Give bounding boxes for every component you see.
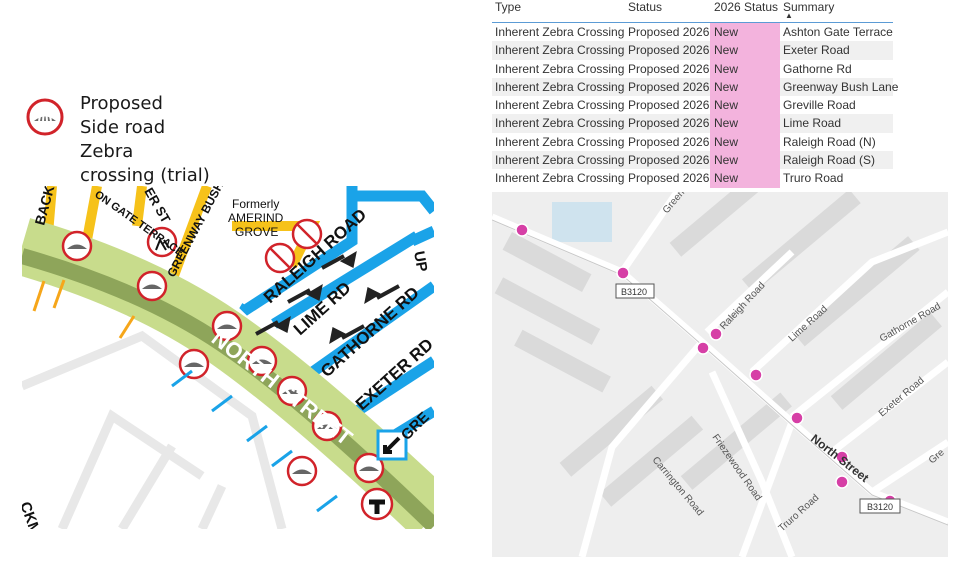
cell-summary: Greenway Bush Lane — [783, 79, 899, 94]
cell-2026-status: New — [714, 134, 739, 149]
sort-ascending-icon: ▲ — [785, 11, 793, 20]
zebra-crossing-icon — [26, 98, 64, 136]
b3120-shield-a: B3120 — [615, 283, 655, 299]
blue-double-arrows — [171, 369, 338, 513]
scheme-map[interactable]: BACK RD ON GATE TERRACE ER ST GREENWAY B… — [22, 186, 434, 529]
yellow-side-roads — [42, 186, 321, 283]
cell-status: Proposed 2026 — [628, 43, 710, 58]
cell-2026-status: New — [714, 43, 739, 58]
svg-text:B3120: B3120 — [621, 287, 647, 297]
cell-status: Proposed 2026 — [628, 61, 710, 76]
header-summary[interactable]: Summary — [783, 0, 835, 14]
cell-type: Inherent Zebra Crossing — [495, 171, 625, 186]
cell-type: Inherent Zebra Crossing — [495, 61, 625, 76]
header-type[interactable]: Type — [495, 0, 522, 14]
status-highlight — [710, 114, 780, 133]
cell-2026-status: New — [714, 116, 739, 131]
blue-side-roads — [239, 186, 434, 451]
header-2026-status[interactable]: 2026 Status — [714, 0, 779, 14]
cell-2026-status: New — [714, 61, 739, 76]
cell-type: Inherent Zebra Crossing — [495, 98, 625, 113]
cell-2026-status: New — [714, 25, 739, 39]
cell-status: Proposed 2026 — [628, 171, 710, 186]
cell-2026-status: New — [714, 153, 739, 168]
table-header: Type Status 2026 Status Summary ▲ — [492, 0, 893, 23]
status-highlight — [710, 59, 780, 78]
crossings-table[interactable]: Type Status 2026 Status Summary ▲ Inhere… — [492, 0, 898, 188]
status-highlight — [710, 77, 780, 97]
cell-status: Proposed 2026 — [628, 25, 710, 39]
cell-type: Inherent Zebra Crossing — [495, 116, 625, 131]
cell-summary: Truro Road — [783, 171, 844, 186]
status-highlight — [710, 41, 780, 60]
status-highlight — [710, 23, 780, 42]
cell-type: Inherent Zebra Crossing — [495, 153, 625, 168]
cell-status: Proposed 2026 — [628, 153, 710, 168]
svg-text:B3120: B3120 — [867, 502, 893, 512]
cell-status: Proposed 2026 — [628, 116, 710, 131]
cell-2026-status: New — [714, 79, 739, 94]
legend-label: Proposed Side road Zebra crossing (trial… — [80, 93, 210, 186]
cell-status: Proposed 2026 — [628, 98, 710, 113]
cell-type: Inherent Zebra Crossing — [495, 43, 625, 58]
cell-summary: Lime Road — [783, 116, 842, 131]
cell-type: Inherent Zebra Crossing — [495, 25, 625, 39]
cell-summary: Exeter Road — [783, 43, 850, 58]
status-highlight — [710, 132, 780, 152]
cell-summary: Raleigh Road (N) — [783, 134, 876, 149]
b3120-shield-b: B3120 — [859, 498, 901, 514]
status-highlight — [710, 169, 780, 188]
cell-2026-status: New — [714, 171, 739, 186]
label-up: UP — [410, 250, 430, 273]
cell-type: Inherent Zebra Crossing — [495, 134, 625, 149]
crossing-markers — [61, 218, 408, 521]
status-highlight — [710, 96, 780, 115]
cell-summary: Greville Road — [783, 98, 856, 113]
cell-2026-status: New — [714, 98, 739, 113]
cell-status: Proposed 2026 — [628, 134, 710, 149]
cell-status: Proposed 2026 — [628, 79, 710, 94]
reference-map[interactable]: B3120 B3120 Green Raleigh Road Lime Road… — [492, 192, 948, 557]
map-legend: Proposed Side road Zebra crossing (trial… — [26, 92, 226, 186]
yellow-double-arrows — [32, 279, 136, 339]
header-status[interactable]: Status — [628, 0, 663, 14]
cell-summary: Raleigh Road (S) — [783, 153, 876, 168]
one-way-arrows — [255, 250, 400, 345]
cell-summary: Ashton Gate Terrace — [783, 25, 893, 39]
cell-type: Inherent Zebra Crossing — [495, 79, 625, 94]
cell-summary: Gathorne Rd — [783, 61, 852, 76]
status-highlight — [710, 151, 780, 170]
